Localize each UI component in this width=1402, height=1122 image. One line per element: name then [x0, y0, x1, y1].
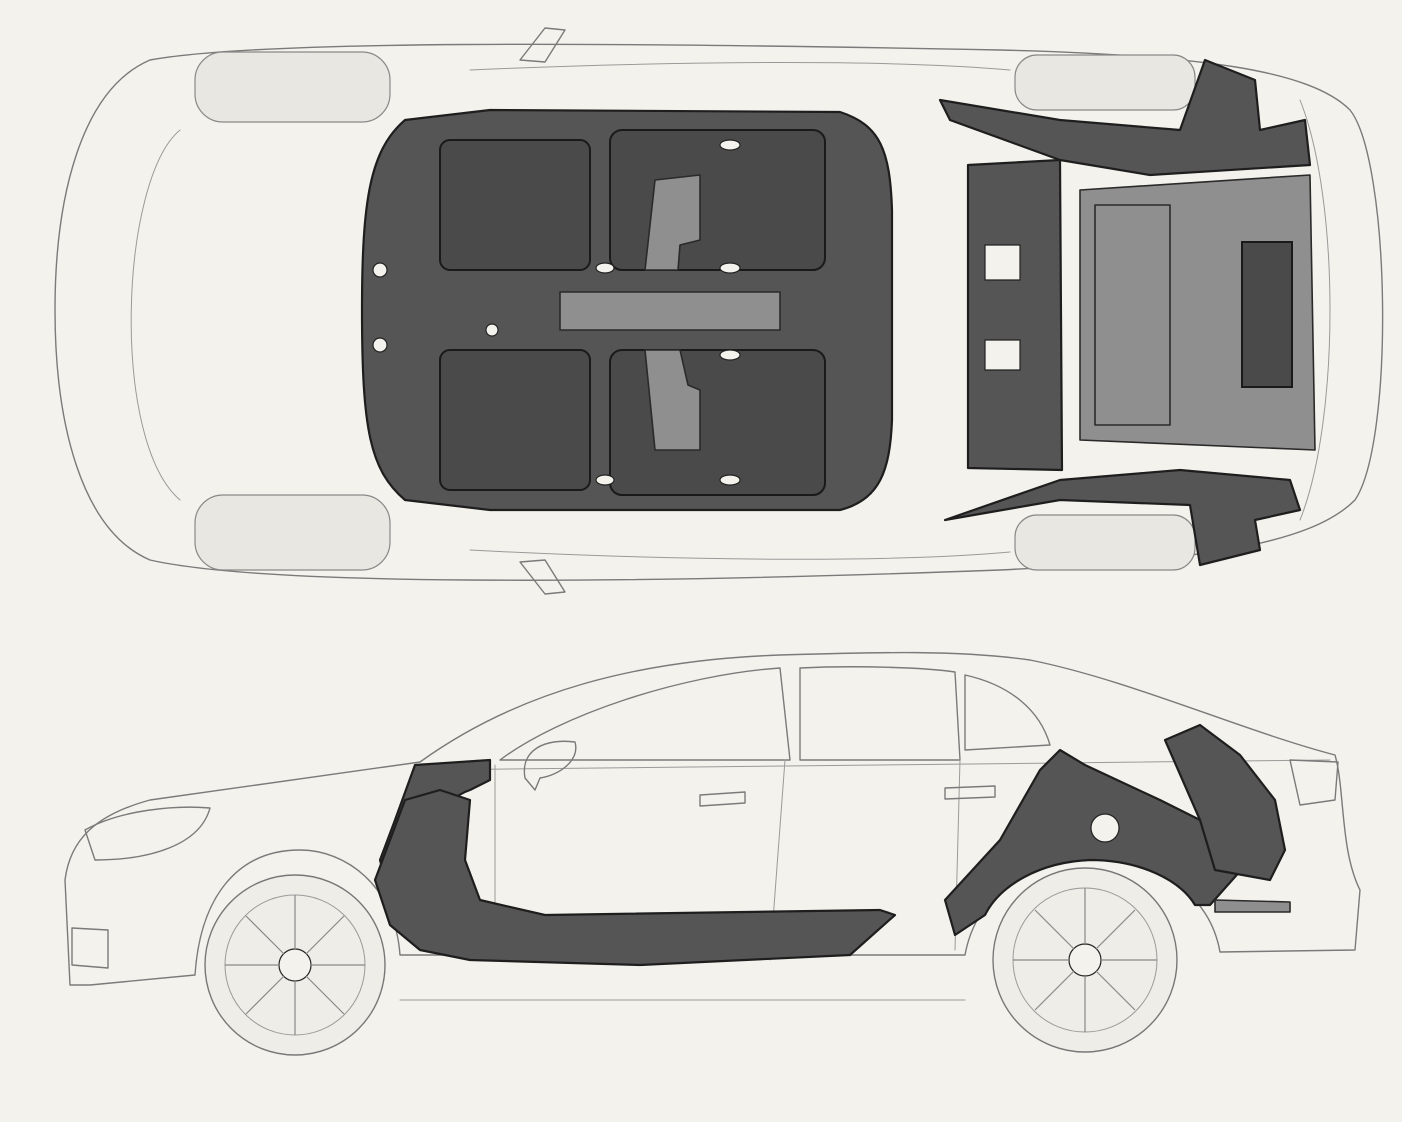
top-seat-cutout-right [644, 349, 701, 451]
side-window-quarter [964, 674, 1051, 751]
side-taillamp [1289, 759, 1339, 806]
top-floor-panel-front-left [439, 139, 591, 271]
top-spare-well [1094, 204, 1171, 426]
side-window-front [499, 667, 791, 761]
side-mirror [523, 740, 577, 791]
top-trunk-opening [1241, 241, 1293, 388]
top-floor-panel-rear-left [609, 129, 826, 271]
top-bulkhead-cutout-upper [984, 244, 1021, 281]
top-view [54, 27, 1384, 595]
top-taillamp-left [1014, 54, 1196, 111]
side-headlamp [84, 806, 211, 861]
top-rear-rail-right [943, 468, 1302, 567]
side-wheelhouse-hole [1090, 813, 1120, 843]
side-door-handle-rear [944, 785, 996, 800]
top-mirror-right [519, 559, 566, 595]
top-trunk-line [1299, 99, 1331, 521]
top-floor-panel-front-right [439, 349, 591, 491]
top-rear-rail-left [938, 58, 1312, 177]
top-floor-holes [372, 139, 741, 486]
side-rear-bracket [1214, 899, 1291, 913]
front-wheel [204, 874, 386, 1056]
side-window-rear [799, 666, 961, 761]
top-roof-line [469, 62, 1011, 560]
top-taillamp-right [1014, 514, 1196, 571]
top-headlamp-right [194, 494, 391, 571]
side-door-lines [419, 759, 1331, 961]
side-floor-pan [373, 788, 897, 967]
top-headlamp-left [194, 51, 391, 123]
side-view [64, 651, 1361, 1056]
top-mirror-left [519, 27, 566, 63]
side-rear-pillar-panel [1163, 723, 1287, 882]
top-body-outline [54, 43, 1384, 581]
top-bulkhead-cutout-lower [984, 339, 1021, 371]
top-hood-line [130, 129, 181, 501]
side-door-handle-front [699, 791, 746, 807]
top-rear-bulkhead [966, 158, 1064, 472]
rear-wheel [992, 867, 1178, 1053]
top-floor-panel-rear-right [609, 349, 826, 496]
side-fog-lamp [71, 927, 109, 969]
top-center-tunnel [559, 291, 781, 331]
side-body-outline [64, 651, 1361, 986]
top-seat-cutout-left [644, 174, 701, 271]
